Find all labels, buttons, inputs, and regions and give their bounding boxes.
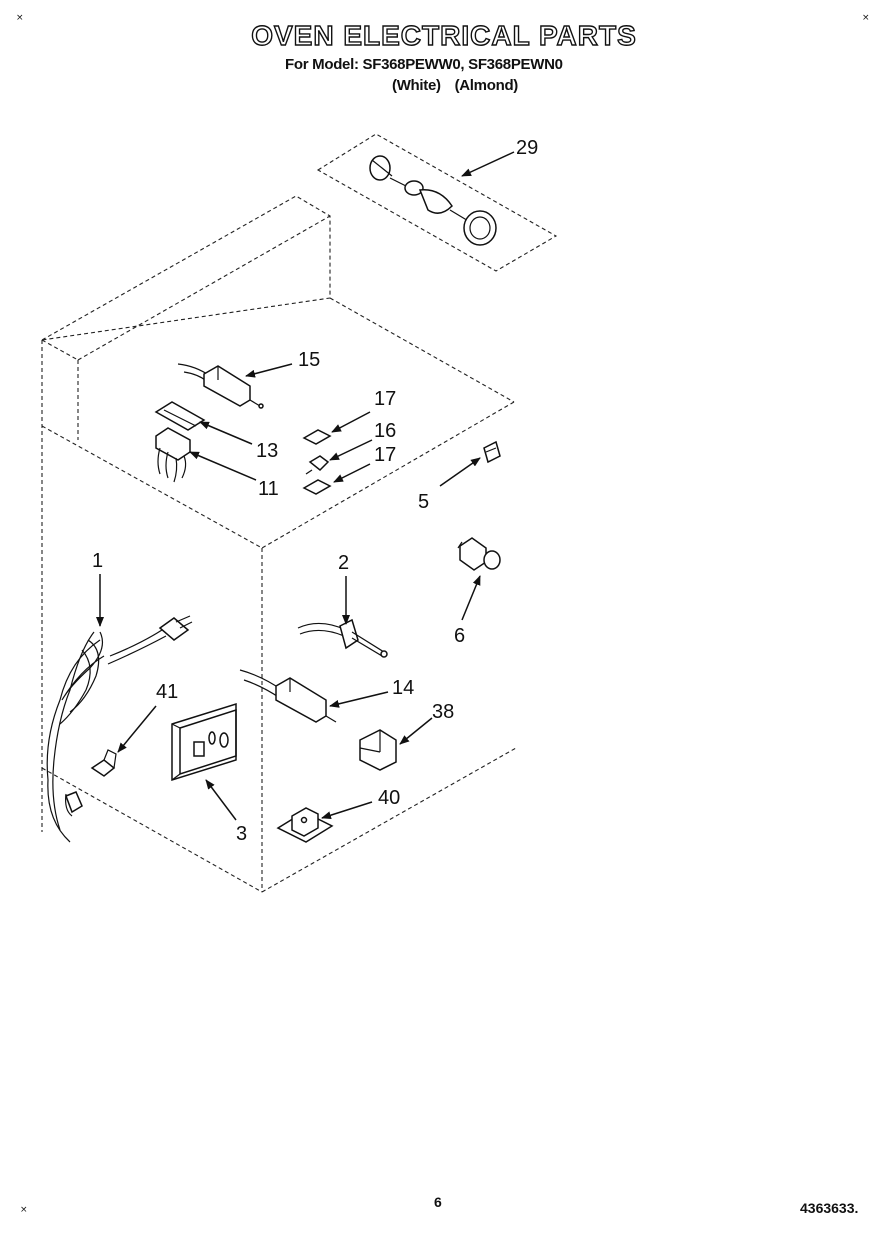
callout-2: 2 [338, 552, 349, 574]
leader-11 [189, 451, 257, 481]
part-2-temperature-probe [297, 618, 388, 658]
leader-17-lower [333, 463, 371, 483]
callout-11: 11 [258, 478, 279, 500]
part-5-clip [483, 440, 501, 464]
leader-38 [399, 717, 433, 745]
light-tray-outline [316, 133, 558, 272]
color-variants: (White) (Almond) [392, 77, 518, 94]
model-numbers: For Model: SF368PEWW0, SF368PEWN0 [285, 56, 563, 73]
leader-13 [199, 421, 253, 445]
part-38-bracket [359, 729, 397, 771]
part-16-connector [305, 455, 330, 475]
leader-3 [205, 779, 237, 821]
callout-38: 38 [432, 701, 454, 723]
part-40-terminal-base [276, 807, 334, 843]
callout-1: 1 [92, 550, 103, 572]
callout-40: 40 [378, 787, 400, 809]
part-41-connector [90, 749, 117, 777]
part-14-sensor [239, 669, 337, 723]
corner-mark-top-left: × [16, 13, 24, 23]
leader-40 [321, 801, 373, 820]
leader-41 [117, 705, 157, 753]
part-15-sensor [177, 363, 264, 409]
leader-6 [461, 575, 481, 621]
corner-mark-top-right: × [862, 13, 870, 23]
page-number: 6 [434, 1194, 442, 1210]
part-17-clip-lower [302, 479, 332, 495]
leader-15 [245, 363, 293, 378]
corner-mark-bottom-left: × [20, 1205, 28, 1215]
callout-6: 6 [454, 625, 465, 647]
part-6-door-switch [457, 537, 501, 571]
callout-17-lower: 17 [374, 444, 396, 466]
part-11-terminal-block [155, 427, 191, 483]
callout-17-upper: 17 [374, 388, 396, 410]
part-3-receptacle [171, 702, 237, 782]
callout-14: 14 [392, 677, 414, 699]
part-1-power-cord [46, 615, 193, 843]
document-number: 4363633. [800, 1200, 859, 1216]
callout-15: 15 [298, 349, 320, 371]
callout-5: 5 [418, 491, 429, 513]
part-13-bracket [154, 401, 206, 431]
callout-16: 16 [374, 420, 396, 442]
oven-cavity-outline [41, 195, 517, 893]
part-17-clip-upper [302, 429, 332, 445]
callout-41: 41 [156, 681, 178, 703]
leader-16 [329, 439, 373, 461]
callout-3: 3 [236, 823, 247, 845]
leader-17-upper [331, 411, 371, 433]
callout-29: 29 [516, 137, 538, 159]
leader-29 [461, 151, 515, 177]
callout-13: 13 [256, 440, 278, 462]
oven-light-assembly [369, 155, 497, 246]
leader-5 [439, 457, 481, 487]
page-title: OVEN ELECTRICAL PARTS [251, 19, 637, 51]
leader-14 [329, 691, 389, 708]
